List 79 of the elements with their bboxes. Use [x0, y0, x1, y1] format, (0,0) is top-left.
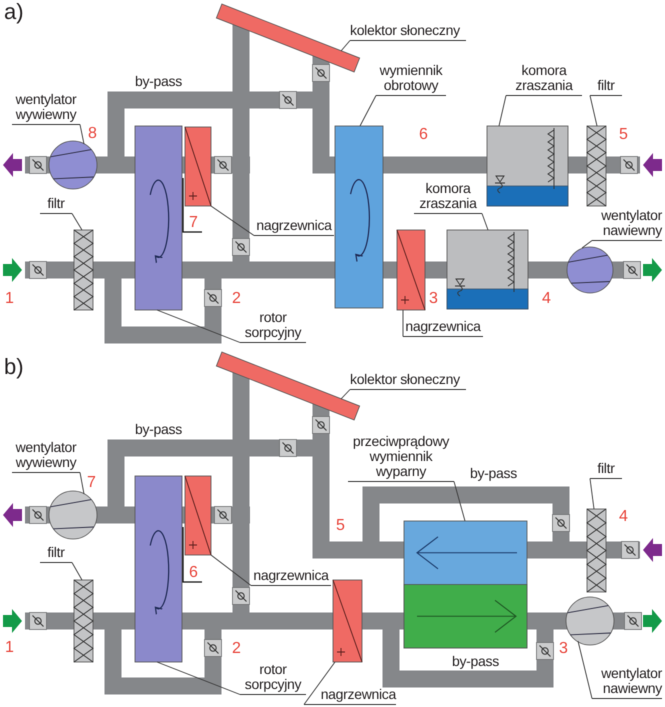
leader-line	[482, 213, 488, 230]
component-label: kolektor słoneczny	[350, 372, 466, 390]
point-number: 5	[336, 518, 345, 534]
component-label: wentylator wywiewny	[12, 440, 80, 473]
leader-line	[210, 206, 254, 236]
spray-chamber	[486, 126, 568, 206]
section-label: a)	[4, 1, 24, 23]
filter	[73, 580, 94, 662]
leader-line	[80, 124, 84, 144]
point-number: 7	[189, 215, 198, 231]
duct-label: by-pass	[470, 466, 517, 480]
fan	[48, 140, 98, 190]
spray-chamber	[446, 230, 528, 310]
point-number: 6	[189, 565, 198, 581]
leader-line	[80, 472, 84, 494]
component-label: rotor sorpcyjny	[240, 310, 306, 343]
point-number: 2	[232, 291, 241, 307]
component-label: kolektor słoneczny	[350, 23, 466, 41]
point-number: 8	[88, 126, 97, 142]
component-label: nagrzewnica	[251, 568, 331, 586]
duct-label: by-pass	[135, 422, 182, 436]
counterflow-exchanger	[404, 520, 528, 648]
leader-line	[360, 95, 376, 126]
heater	[396, 230, 426, 310]
leader-line	[304, 662, 336, 705]
heater	[184, 126, 212, 206]
point-number: 2	[232, 641, 241, 657]
component-label: wentylator nawiewny	[592, 208, 662, 241]
leader-line	[578, 640, 592, 699]
leader-line	[210, 554, 252, 586]
leader-line	[156, 310, 240, 343]
leader-line	[402, 310, 404, 337]
component-label: filtr	[590, 461, 622, 479]
leader-line	[156, 662, 240, 695]
leader-line	[454, 481, 466, 522]
component-label: wentylator wywiewny	[12, 92, 80, 125]
leader-line	[340, 40, 350, 52]
component-label: filtr	[40, 196, 72, 214]
component-label: nagrzewnica	[304, 687, 396, 705]
point-number: 3	[559, 641, 568, 657]
component-label: przeciwprądowy wymiennik wyparny	[348, 434, 454, 482]
component-label: wentylator nawiewny	[592, 666, 662, 699]
leader-line	[590, 478, 594, 510]
point-number: 4	[619, 509, 628, 525]
component-label: nagrzewnica	[254, 218, 334, 236]
leader-line	[72, 562, 82, 580]
component-label: rotor sorpcyjny	[240, 662, 306, 695]
rotary-exchanger	[334, 126, 384, 308]
duct-label: by-pass	[135, 74, 182, 88]
sorption-rotor	[134, 476, 182, 662]
component-label: filtr	[590, 78, 622, 96]
point-number: 3	[429, 291, 438, 307]
component-label: filtr	[40, 545, 72, 563]
leader-line	[340, 389, 350, 400]
leader-line	[582, 240, 592, 248]
leader-line	[590, 95, 598, 126]
point-number: 5	[619, 127, 628, 143]
component-label: komora zraszania	[414, 181, 482, 214]
point-number: 7	[87, 475, 96, 491]
fan	[566, 596, 614, 646]
point-number: 1	[5, 291, 14, 307]
heater	[332, 580, 362, 662]
section-label: b)	[4, 356, 24, 378]
point-number: 6	[419, 127, 428, 143]
point-number: 4	[542, 291, 551, 307]
filter	[586, 126, 607, 206]
fan	[566, 246, 614, 294]
leader-line	[498, 95, 506, 126]
sorption-rotor	[134, 126, 182, 310]
point-number: 1	[5, 640, 14, 656]
filter	[586, 508, 607, 592]
heater	[184, 476, 212, 556]
fan	[48, 490, 98, 540]
filter	[73, 230, 94, 310]
component-label: nagrzewnica	[403, 319, 483, 337]
component-label: komora zraszania	[506, 63, 582, 96]
leader-line	[72, 213, 82, 230]
component-label: wymiennik obrotowy	[376, 63, 446, 96]
duct-label: by-pass	[452, 654, 499, 668]
